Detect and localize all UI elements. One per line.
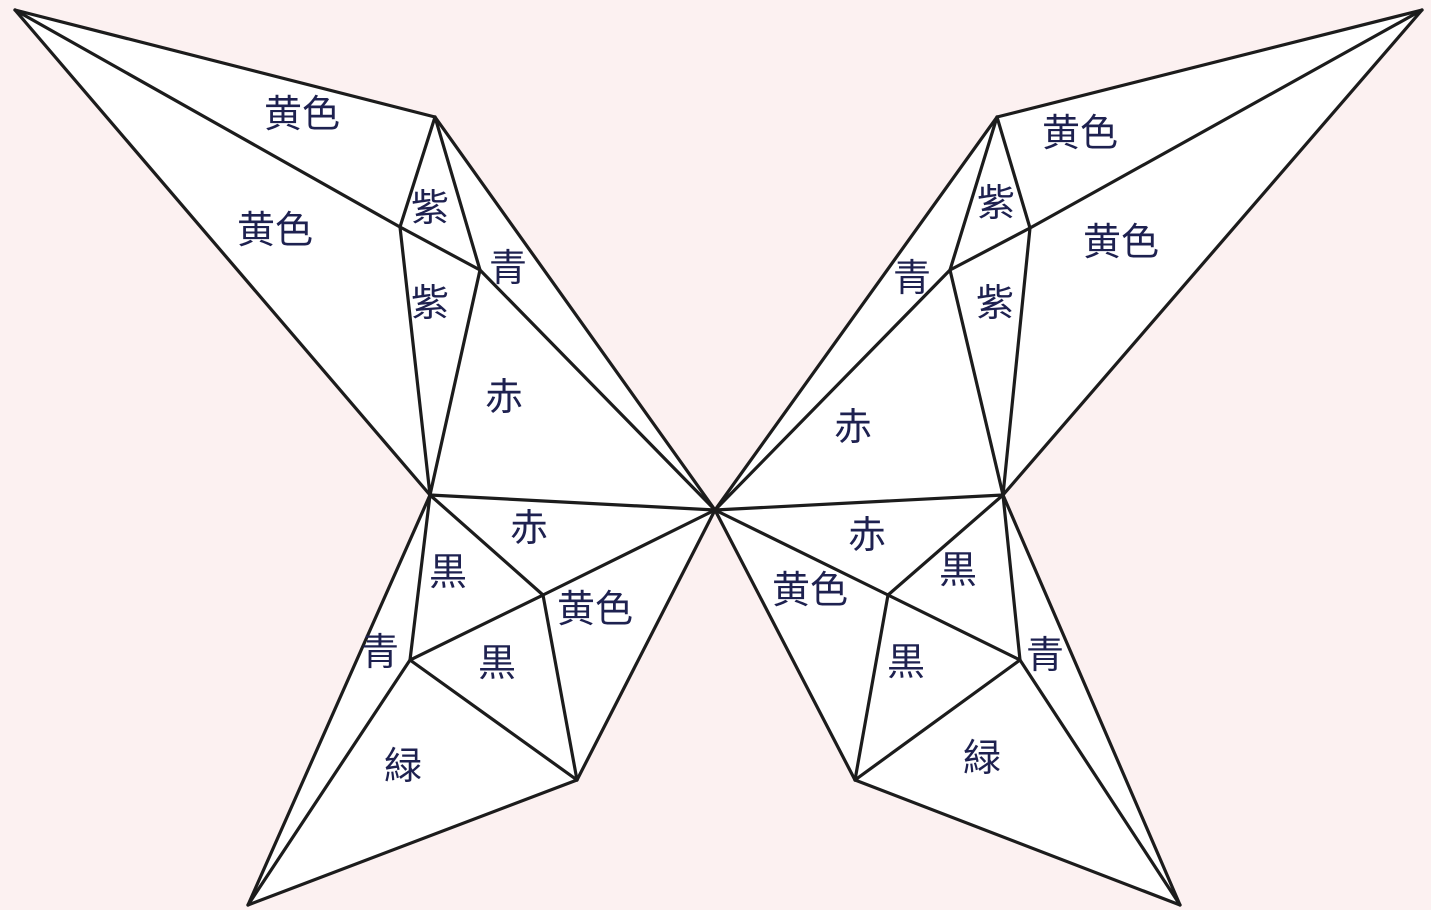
label-left-upper-yellow-top: 黄色 (264, 92, 340, 136)
label-right-lower-black-mid: 黒 (887, 640, 925, 684)
label-right-lower-red: 赤 (848, 513, 886, 557)
label-left-upper-purple-top: 紫 (411, 186, 449, 230)
left-upper-wing-fill (15, 10, 715, 510)
label-right-lower-blue: 青 (1026, 633, 1064, 677)
label-left-lower-black-mid: 黒 (478, 641, 516, 685)
label-left-upper-blue: 青 (489, 246, 527, 290)
label-left-upper-purple-mid: 紫 (411, 281, 449, 325)
label-left-lower-blue: 青 (361, 630, 399, 674)
label-left-lower-green: 緑 (384, 744, 422, 788)
label-left-upper-red: 赤 (485, 375, 523, 419)
label-right-upper-purple-top: 紫 (977, 181, 1015, 225)
label-right-upper-purple-mid: 紫 (976, 281, 1014, 325)
label-right-upper-yellow-mid: 黄色 (1083, 220, 1159, 264)
label-right-upper-red: 赤 (834, 405, 872, 449)
label-right-lower-black-top: 黒 (939, 548, 977, 592)
label-left-upper-yellow-mid: 黄色 (237, 208, 313, 252)
right-upper-wing-fill (715, 10, 1422, 510)
label-right-upper-yellow-top: 黄色 (1042, 111, 1118, 155)
label-right-lower-yellow: 黄色 (772, 568, 848, 612)
left-lower-wing-fill (248, 495, 715, 905)
label-right-lower-green: 緑 (963, 736, 1001, 780)
label-left-lower-yellow: 黄色 (557, 587, 633, 631)
label-left-lower-black-top: 黒 (429, 550, 467, 594)
label-left-lower-red: 赤 (510, 506, 548, 550)
wing-fills (15, 10, 1422, 905)
label-right-upper-blue: 青 (893, 256, 931, 300)
